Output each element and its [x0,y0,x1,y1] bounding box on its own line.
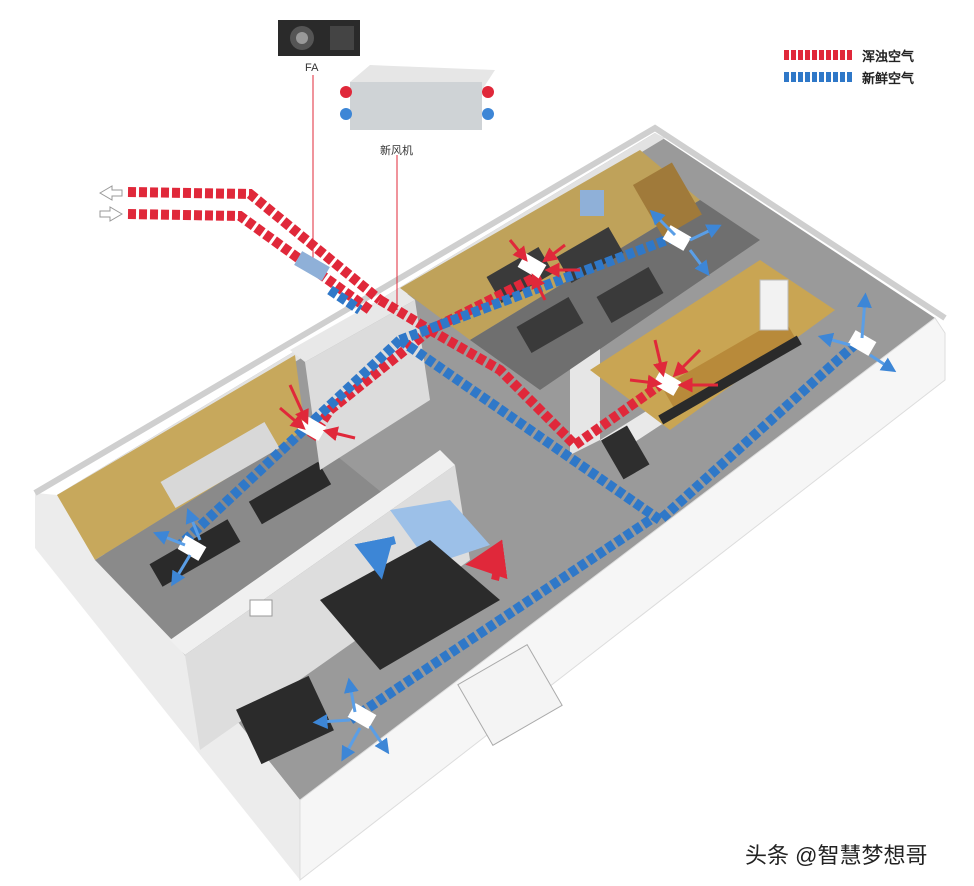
watermark: 头条 @智慧梦想哥 [745,843,928,868]
legend-label-fresh-air: 新鲜空气 [862,70,915,86]
reception-blue-arrow [354,536,397,580]
legend-item-dirty-air: 浑浊空气 [784,44,914,66]
fa-unit [278,20,360,262]
front-left-wall [35,493,300,880]
legend-swatch-blue [784,72,852,82]
legend-label-dirty-air: 浑浊空气 [862,48,915,64]
front-right-wall [299,317,946,882]
fa-label: FA [305,62,319,74]
ventilator-unit [340,65,495,310]
fa-duct-box [294,251,330,281]
airflow-red [279,239,718,442]
ventilator-label: 新风机 [380,145,413,157]
airflow-blue [153,209,897,762]
reception [236,500,563,765]
legend-swatch-red [784,50,852,60]
legend: 浑浊空气 新鲜空气 [784,44,914,88]
legend-item-fresh-air: 新鲜空气 [784,66,914,88]
reception-red-arrow [465,539,508,581]
outside-arrows [99,185,123,222]
dirty-air-ducts [127,187,663,452]
